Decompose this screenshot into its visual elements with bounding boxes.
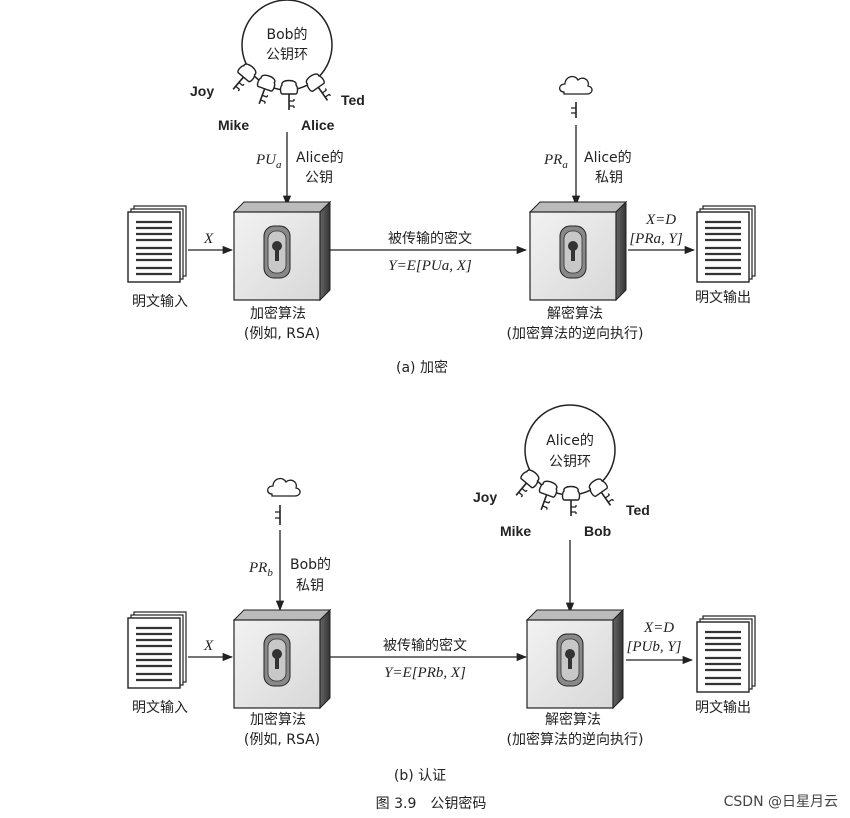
- input-x-label: X: [203, 231, 214, 247]
- transmitted-ciphertext-label: 被传输的密文: [383, 637, 467, 654]
- plaintext-input-label: 明文输入: [132, 700, 188, 716]
- input-x-label: X: [203, 638, 214, 654]
- key-label-joy: Joy: [190, 83, 214, 99]
- key-label-mike: Mike: [500, 523, 531, 539]
- private-key-owner: Bob的: [290, 557, 331, 573]
- private-key-symbol: PRb: [248, 560, 273, 579]
- output-formula-line2: [PUb, Y]: [626, 639, 681, 655]
- plaintext-document-icon: [126, 610, 188, 690]
- ciphertext-formula: Y=E[PUa, X]: [388, 258, 472, 274]
- private-key-symbol: PRa: [543, 152, 568, 171]
- ciphertext-formula: Y=E[PRb, X]: [384, 665, 466, 681]
- decryption-algorithm-label: 解密算法: [547, 305, 603, 322]
- plaintext-document-icon: [126, 204, 188, 284]
- plaintext-output-document-icon: [695, 614, 757, 694]
- cloud-icon: [558, 75, 593, 95]
- cloud-icon: [266, 477, 301, 497]
- key-label-alice: Alice: [301, 117, 335, 133]
- watermark: CSDN @日星月云: [724, 794, 838, 810]
- key-icon: [561, 485, 581, 517]
- encryption-algorithm-label: 加密算法: [250, 711, 306, 728]
- key-label-joy: Joy: [473, 489, 497, 505]
- ring-title-line1: Alice的: [546, 433, 594, 449]
- key-icon: [279, 79, 299, 111]
- encryption-algorithm-label: 加密算法: [250, 305, 306, 322]
- encryption-example-label: (例如, RSA): [244, 326, 320, 342]
- output-formula-line1: X=D: [645, 212, 676, 228]
- key-label-ted: Ted: [341, 92, 365, 108]
- key-label-bob: Bob: [584, 523, 611, 539]
- transmitted-ciphertext-label: 被传输的密文: [388, 230, 472, 247]
- ring-title-line1: Bob的: [266, 27, 307, 43]
- private-key-owner: Alice的: [584, 150, 632, 166]
- decryption-description-label: (加密算法的逆向执行): [507, 325, 644, 342]
- key-icon: [571, 102, 577, 118]
- decryption-description-label: (加密算法的逆向执行): [507, 731, 644, 748]
- private-key-type: 私钥: [296, 578, 324, 594]
- decryption-algorithm-label: 解密算法: [545, 711, 601, 728]
- plaintext-output-label: 明文输出: [695, 700, 751, 716]
- output-formula-line1: X=D: [643, 620, 674, 636]
- public-key-type: 公钥: [305, 170, 333, 186]
- part-a-encryption: Bob的 公钥环 Joy Mike Alice Ted PUa Alice的 公…: [126, 0, 757, 376]
- decryption-algorithm-box: [526, 609, 624, 709]
- private-key-type: 私钥: [595, 170, 623, 186]
- key-label-ted: Ted: [626, 502, 650, 518]
- public-key-owner: Alice的: [296, 150, 344, 166]
- encryption-algorithm-box: [233, 609, 331, 709]
- public-key-symbol: PUa: [255, 152, 282, 171]
- figure-caption: 图 3.9 公钥密码: [376, 795, 487, 812]
- ring-title-line2: 公钥环: [266, 47, 308, 63]
- key-label-mike: Mike: [218, 117, 249, 133]
- key-icon: [275, 505, 281, 525]
- decryption-algorithm-box: [529, 201, 627, 301]
- part-b-caption: (b) 认证: [394, 768, 446, 784]
- plaintext-output-document-icon: [695, 204, 757, 284]
- ring-title-line2: 公钥环: [549, 454, 591, 470]
- plaintext-input-label: 明文输入: [132, 294, 188, 310]
- encryption-algorithm-box: [233, 201, 331, 301]
- output-formula-line2: [PRa, Y]: [629, 231, 683, 247]
- encryption-example-label: (例如, RSA): [244, 732, 320, 748]
- part-b-authentication: PRb Bob的 私钥 明文输入 X 加密算法 (例如, RSA) 被传输的密文…: [126, 404, 757, 784]
- part-a-caption: (a) 加密: [396, 359, 448, 376]
- plaintext-output-label: 明文输出: [695, 290, 751, 306]
- key-icon: [250, 72, 279, 108]
